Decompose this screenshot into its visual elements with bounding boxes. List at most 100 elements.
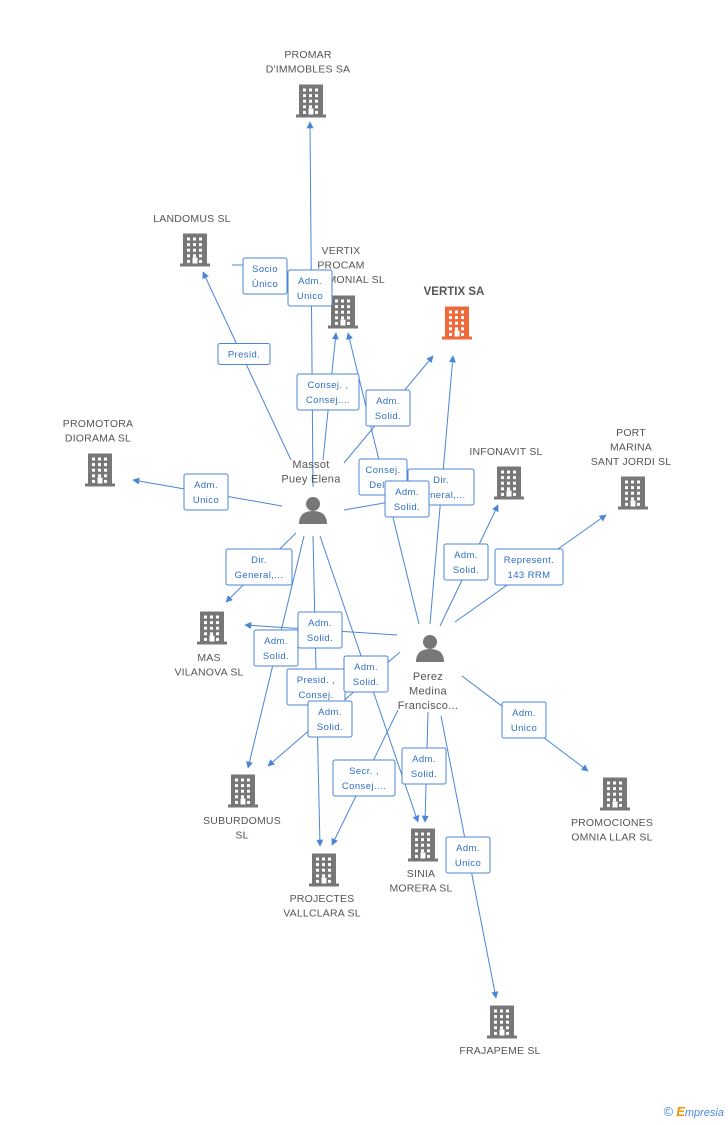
building-window [507,470,510,474]
building-window [104,463,107,467]
building-window [309,105,312,109]
building-window [204,615,207,619]
company-node-vertixsa[interactable]: VERTIX SA [424,286,485,340]
person-label: Perez [413,671,443,683]
building-window [303,88,306,92]
building-window [303,99,306,103]
person-label: Francisco... [398,700,458,712]
edge-label-massot-promar[interactable]: Adm.Unico [287,269,333,307]
building-window [415,854,418,858]
building-window [421,843,424,847]
building-window [513,470,516,474]
edge-label-massot-projectes[interactable]: Presid. ,Consej. [286,668,346,706]
edge-label-text: Adm. [395,487,419,498]
building-window [421,838,424,842]
edge-label-text: Presid. [228,350,260,361]
edge-label-perez-sinia[interactable]: Adm.Solid. [401,747,447,785]
building-window [506,1020,509,1024]
building-icon [85,453,115,487]
edge-label-text: Solid. [353,677,379,688]
building-window [328,868,331,872]
building-icon [442,306,472,340]
building-base [309,883,339,887]
building-window [92,457,95,461]
building-window [235,778,238,782]
edge-label-text: Solid. [453,565,479,576]
edge-label-text: Unico [193,495,219,506]
company-node-frajapeme[interactable]: FRAJAPEME SL [459,1005,540,1058]
edge-label-text: General,... [235,570,284,581]
building-window [461,310,464,314]
edge-label-text: Consej. , [307,380,348,391]
company-node-landomus[interactable]: LANDOMUS SL [153,213,231,267]
edge-label-text: Adm. [456,843,480,854]
edge-label-perez-infonavit[interactable]: Adm.Solid. [443,543,489,581]
building-window [187,254,190,258]
company-label: PORT [616,427,646,439]
person-label: Massot [292,459,329,471]
edge-label-perez-suburdomus[interactable]: Adm.Solid. [307,700,353,738]
edge-label-massot-vertixsa[interactable]: Adm.Solid. [365,389,411,427]
building-window [513,487,516,491]
building-base [494,496,524,500]
edge-label-massot-landomus[interactable]: Presid. [217,343,271,365]
edge-label-massot-suburdomus[interactable]: Adm.Solid. [253,629,299,667]
edge-massot-landomus [202,271,292,461]
company-label: PROMOTORA [63,418,133,430]
edge-label-massot-sinia[interactable]: Adm.Solid. [343,655,389,693]
copyright-icon: © [663,1104,674,1119]
building-window [210,632,213,636]
building-window [501,476,504,480]
company-node-infonavit[interactable]: INFONAVIT SL [469,446,542,500]
building-door [340,319,346,326]
building-window [315,110,318,114]
edge-label-massot-vertixprocam[interactable]: Consej. ,Consej.... [296,373,360,411]
building-window [449,310,452,314]
company-label: VERTIX SA [424,286,485,298]
company-label: VILANOVA SL [174,667,243,679]
company-label: SL [235,830,248,842]
building-door [308,108,314,115]
edge-label-massot-promotora[interactable]: Adm.Unico [183,473,229,511]
person-node-perez[interactable]: PerezMedinaFrancisco... [398,635,458,712]
building-window [631,480,634,484]
building-window [216,637,219,641]
building-door [612,801,618,808]
building-window [187,243,190,247]
building-window [104,457,107,461]
edge-label-perez-promociones[interactable]: Adm.Unico [501,701,547,739]
building-window [427,832,430,836]
edge-label-perez-frajapeme[interactable]: Adm.Unico [445,836,491,874]
building-window [494,1031,497,1035]
edge-label-perez-vertixsa[interactable]: Adm.Solid. [384,480,430,518]
building-window [347,321,350,325]
building-window [98,457,101,461]
brand-initial: E [676,1104,685,1119]
edge-label-massot-masvilanova[interactable]: Dir. General,... [225,548,293,586]
building-window [210,615,213,619]
building-window [241,789,244,793]
building-window [247,784,250,788]
edge-label-perez-masvilanova[interactable]: Adm.Solid. [297,611,343,649]
edge-label-perez-portmarina[interactable]: Represent.143 RRM [494,548,564,586]
building-window [455,327,458,331]
person-body [299,511,327,524]
edge-label-perez-projectes[interactable]: Secr. ,Consej.... [332,759,396,797]
building-window [613,792,616,796]
edge-label-text: Dir. [251,555,267,566]
building-window [247,778,250,782]
building-window [347,310,350,314]
building-window [187,248,190,252]
building-window [328,863,331,867]
company-label: LANDOMUS SL [153,213,230,225]
